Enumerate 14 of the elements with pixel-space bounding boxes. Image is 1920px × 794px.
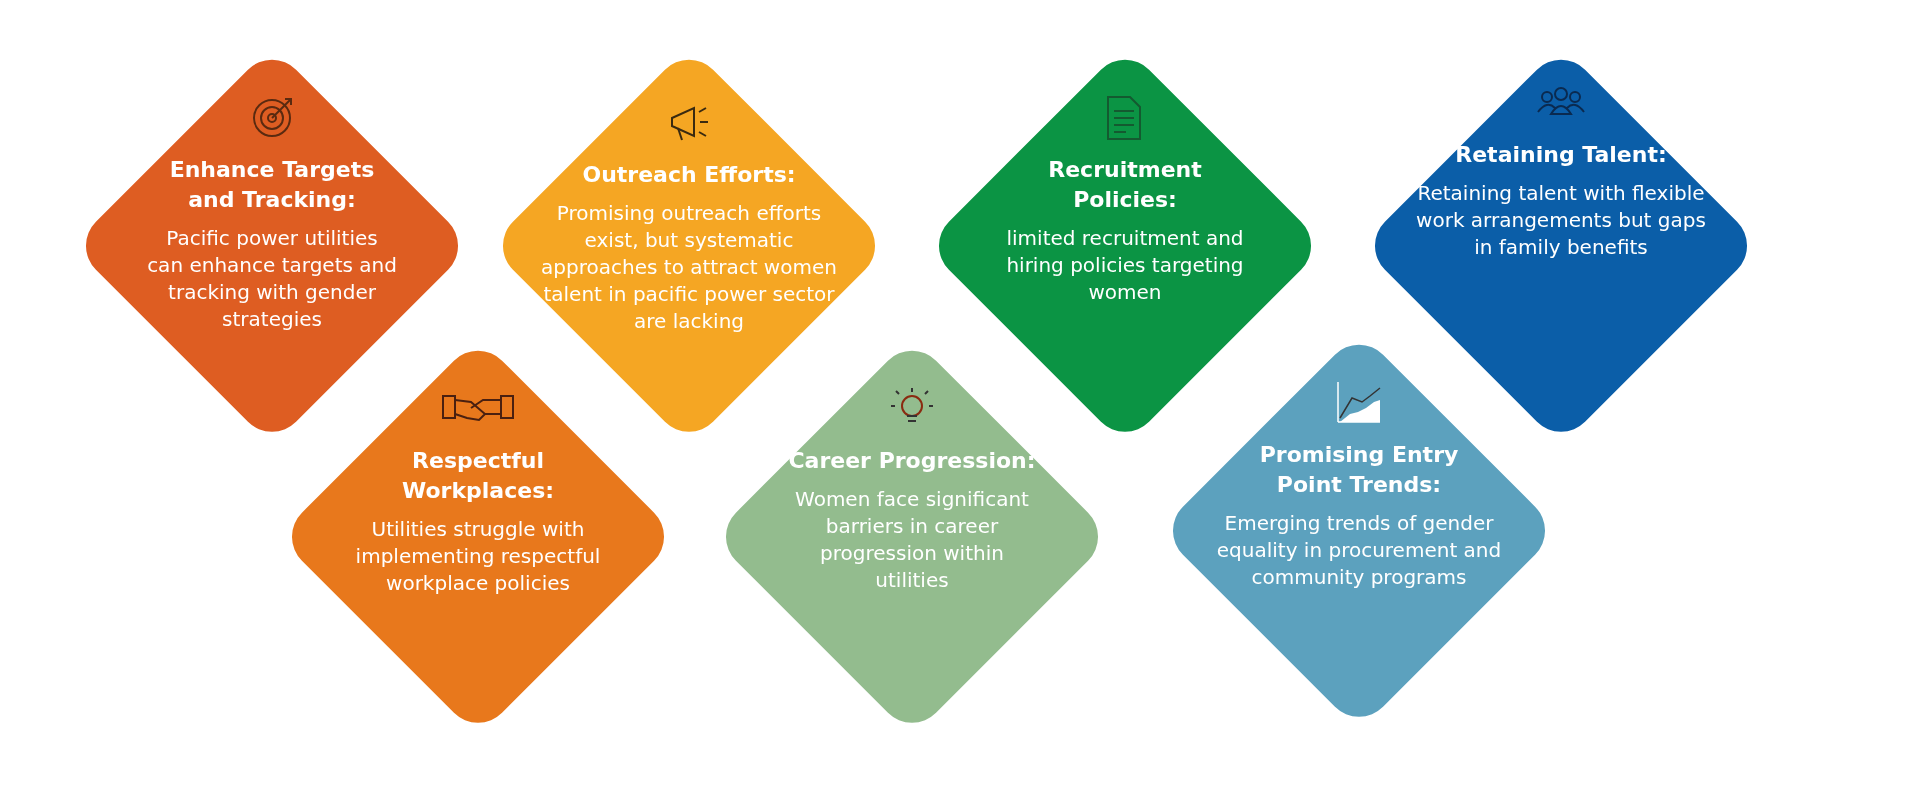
- card-heading: Enhance Targets and Tracking:: [168, 156, 376, 214]
- card-heading: Recruitment Policies:: [1047, 156, 1203, 214]
- card-description: Women face significant barriers in career progression within utilities: [794, 486, 1030, 594]
- card-heading: Retaining Talent:: [1455, 141, 1667, 169]
- card-heading: Respectful Workplaces:: [400, 447, 556, 505]
- card-description: Emerging trends of gender equality in procurement and community programs: [1215, 510, 1503, 591]
- card-description: Retaining talent with flexible work arrangements but gaps in family benefits: [1416, 180, 1706, 261]
- card-description: Promising outreach efforts exist, but systematic approaches to attract women talent in pacific power sector are lacking: [540, 200, 838, 335]
- card-heading: Promising Entry Point Trends:: [1258, 441, 1460, 499]
- card-heading: Outreach Efforts:: [582, 161, 796, 189]
- card-description: Pacific power utilities can enhance targets and tracking with gender strategies: [147, 225, 397, 333]
- card-description: Utilities struggle with implementing respectful workplace policies: [354, 516, 602, 597]
- card-heading: Career Progression:: [788, 447, 1036, 475]
- card-description: limited recruitment and hiring policies targeting women: [1005, 225, 1245, 306]
